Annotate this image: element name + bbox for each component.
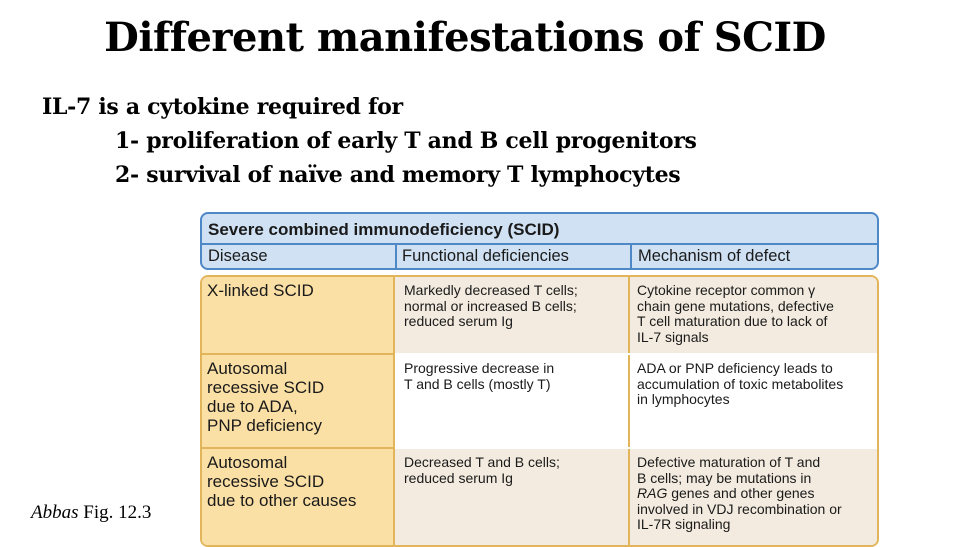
- mechanism-text: Defective maturation of T and B cells; m…: [637, 454, 821, 486]
- cell-functional: Decreased T and B cells; reduced serum I…: [395, 449, 630, 545]
- header-column-divider: [630, 245, 632, 268]
- header-column-divider: [395, 245, 397, 268]
- slide-title: Different manifestations of SCID: [104, 14, 826, 61]
- table-row: Autosomal recessive SCID due to ADA, PNP…: [202, 355, 877, 447]
- scid-table-figure: Severe combined immunodeficiency (SCID) …: [200, 212, 879, 547]
- intro-text: IL-7 is a cytokine required for 1- proli…: [42, 90, 697, 192]
- cell-disease: Autosomal recessive SCID due to other ca…: [202, 449, 395, 545]
- figure-caption: Abbas Fig. 12.3: [31, 502, 151, 524]
- point-2: 2- survival of naïve and memory T lympho…: [115, 162, 681, 188]
- cell-functional: Progressive decrease in T and B cells (m…: [395, 355, 630, 447]
- intro-line: IL-7 is a cytokine required for: [42, 94, 403, 120]
- table-row: Autosomal recessive SCID due to other ca…: [202, 449, 877, 545]
- gene-name-rag: RAG: [637, 485, 668, 501]
- cell-disease: X-linked SCID: [202, 277, 395, 353]
- table-title: Severe combined immunodeficiency (SCID): [208, 220, 560, 239]
- cell-mechanism: Cytokine receptor common γ chain gene mu…: [637, 282, 834, 345]
- table-header: Severe combined immunodeficiency (SCID) …: [200, 212, 879, 270]
- header-divider: [202, 243, 877, 245]
- row-divider: [202, 353, 395, 355]
- column-header-functional: Functional deficiencies: [402, 247, 569, 265]
- cell-mechanism: Defective maturation of T and B cells; m…: [630, 449, 877, 545]
- point-1: 1- proliferation of early T and B cell p…: [115, 128, 697, 154]
- caption-author: Abbas: [31, 502, 79, 523]
- column-header-mechanism: Mechanism of defect: [638, 247, 791, 265]
- cell-mechanism: ADA or PNP deficiency leads to accumulat…: [637, 360, 844, 407]
- table-row: X-linked SCID Markedly decreased T cells…: [202, 277, 877, 353]
- cell-functional: Markedly decreased T cells; normal or in…: [395, 277, 630, 353]
- cell-disease: Autosomal recessive SCID due to ADA, PNP…: [202, 355, 395, 447]
- row-divider: [202, 447, 395, 449]
- caption-reference: Fig. 12.3: [78, 502, 152, 523]
- table-body: X-linked SCID Markedly decreased T cells…: [200, 275, 879, 547]
- column-header-disease: Disease: [208, 247, 268, 265]
- mechanism-text: genes and other genes involved in VDJ re…: [637, 485, 842, 532]
